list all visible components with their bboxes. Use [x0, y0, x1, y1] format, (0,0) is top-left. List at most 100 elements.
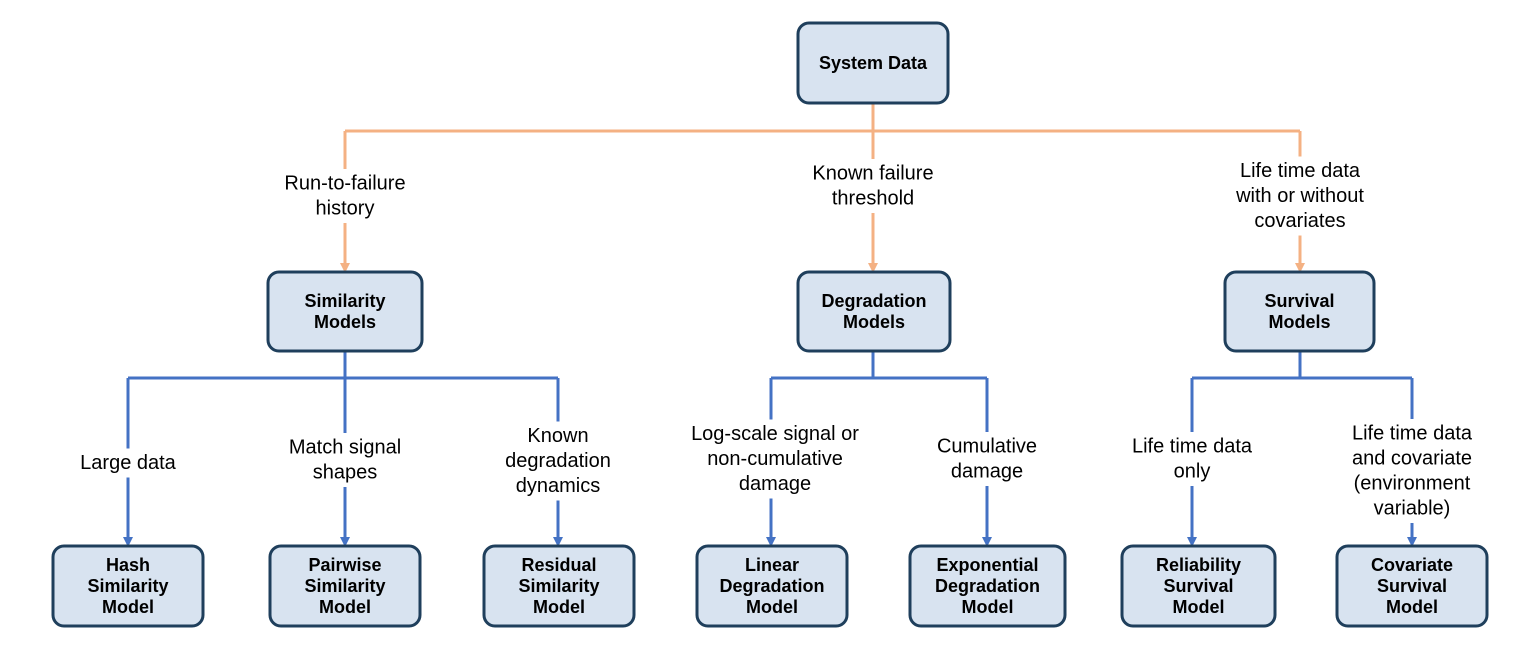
node-label-line: Model: [962, 597, 1014, 617]
node-label-line: Residual: [521, 555, 596, 575]
edge-label-line: shapes: [313, 462, 378, 484]
edge-label-bg-life-time-cov: [1216, 156, 1384, 236]
node-box-exponential: [908, 544, 1067, 628]
edge-label-line: Match signal: [289, 437, 401, 459]
node-label-line: Model: [1173, 597, 1225, 617]
node-label-line: Covariate: [1371, 555, 1453, 575]
edge-label-line: history: [316, 198, 375, 220]
edge-label-line: damage: [739, 473, 811, 495]
edge-label-line: Log-scale signal or: [691, 423, 859, 445]
edge-label-line: with or without: [1235, 185, 1364, 207]
edge-label-line: Life time data: [1352, 423, 1473, 445]
edge-labels-layer: Run-to-failure history Known failure thresh…: [70, 156, 1491, 523]
node-box-survival: [1223, 270, 1376, 353]
node-label-line: Survival: [1163, 576, 1233, 596]
edge-label-bg-known-threshold: [799, 159, 947, 213]
edge-label-bg-log-scale: [670, 419, 880, 499]
node-label-line: Similarity: [87, 576, 168, 596]
node-label-line: Survival: [1377, 576, 1447, 596]
node-box-similarity: [266, 270, 424, 353]
edge-label-line: Life time data: [1132, 436, 1253, 458]
node-label-line: Models: [843, 312, 905, 332]
node-box-covariate: [1335, 544, 1489, 628]
node-box-reliability: [1120, 544, 1277, 628]
edge-label-line: Life time data: [1240, 160, 1361, 182]
node-label-line: Models: [1268, 312, 1330, 332]
edge-label-line: Cumulative: [937, 436, 1037, 458]
edge-label-line: degradation: [505, 450, 611, 472]
edge-label-large-data: Large data: [80, 452, 177, 474]
edge-label-line: Run-to-failure: [284, 173, 405, 195]
node-box-degradation: [796, 270, 952, 353]
edge-label-line: damage: [951, 461, 1023, 483]
edge-label-line: Known: [527, 425, 588, 447]
node-box-residual: [482, 544, 636, 628]
edge-label-bg-run-to-failure: [266, 169, 424, 223]
edge-label-bg-known-dynamics: [495, 421, 621, 501]
node-label-line: Linear: [745, 555, 799, 575]
node-label-line: Pairwise: [308, 555, 381, 575]
node-label-line: Degradation: [935, 576, 1040, 596]
node-label-line: Similarity: [518, 576, 599, 596]
node-label-line: Similarity: [304, 291, 385, 311]
edge-label-bg-match-shapes: [277, 433, 413, 487]
edge-label-line: Known failure: [812, 163, 933, 185]
edge-label-line: variable): [1374, 498, 1451, 520]
node-label-line: Survival: [1264, 291, 1334, 311]
node-box-system-data: [796, 21, 950, 105]
edge-label-known-threshold: Known failure threshold: [812, 163, 933, 210]
node-label-system-data: System Data: [819, 53, 928, 73]
edge-label-life-time-cov: Life time data with or without covariates: [1235, 160, 1364, 232]
edge-label-line: covariates: [1254, 210, 1345, 232]
node-label-line: Model: [1386, 597, 1438, 617]
edge-label-line: and covariate: [1352, 448, 1472, 470]
node-label-line: Hash: [106, 555, 150, 575]
edge-label-cumulative: Cumulative damage: [937, 436, 1037, 483]
edge-label-life-only: Life time data only: [1132, 436, 1253, 483]
edge-label-line: only: [1174, 461, 1211, 483]
node-label-line: Model: [746, 597, 798, 617]
node-label-line: Models: [314, 312, 376, 332]
edge-label-match-shapes: Match signal shapes: [289, 437, 401, 484]
node-label-line: Model: [319, 597, 371, 617]
node-label-line: Model: [533, 597, 585, 617]
node-system-data: System Data: [796, 21, 950, 105]
node-label-line: Model: [102, 597, 154, 617]
edge-label-line: non-cumulative: [707, 448, 843, 470]
node-label-line: Exponential: [936, 555, 1038, 575]
node-label-line: Reliability: [1156, 555, 1241, 575]
node-label-line: Degradation: [719, 576, 824, 596]
edge-label-life-and-cov: Life time data and covariate (environment v…: [1352, 423, 1473, 520]
edge-label-bg-life-only: [1113, 432, 1271, 486]
node-label-line: Similarity: [304, 576, 385, 596]
edge-label-log-scale: Log-scale signal or non-cumulative damage: [691, 423, 859, 495]
node-label-line: Degradation: [821, 291, 926, 311]
node-label-line: System Data: [819, 53, 928, 73]
edge-label-line: threshold: [832, 188, 914, 210]
edge-label-line: (environment: [1354, 473, 1471, 495]
edge-label-run-to-failure: Run-to-failure history: [284, 173, 405, 220]
node-box-linear: [695, 544, 849, 628]
edge-label-bg-cumulative: [929, 432, 1045, 486]
